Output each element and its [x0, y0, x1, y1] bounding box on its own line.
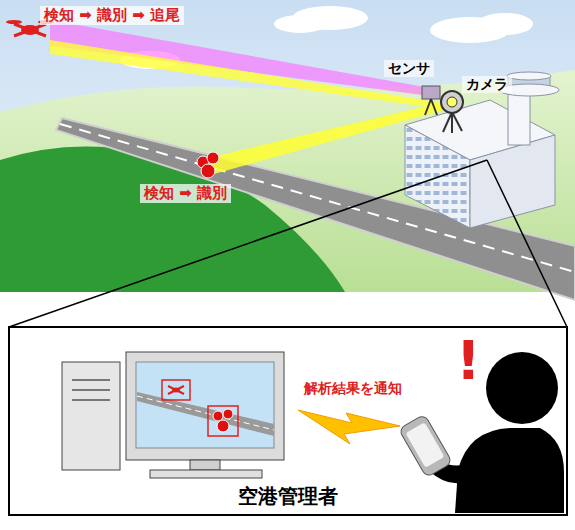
cloud	[477, 13, 533, 35]
drone-arm	[14, 24, 46, 36]
camera-beam	[50, 40, 442, 109]
person-body	[455, 428, 564, 513]
bird-icon	[213, 411, 223, 421]
camera	[441, 91, 463, 133]
sensor	[422, 86, 440, 115]
drone-rotor	[6, 20, 22, 24]
monitor	[126, 352, 284, 460]
notification-bolt	[298, 410, 400, 444]
screen-runway-line	[137, 396, 274, 430]
alert-mark: !	[452, 330, 485, 391]
phone-screen	[405, 422, 444, 468]
screen-runway	[137, 392, 274, 436]
bird	[201, 164, 215, 178]
drone-icon	[168, 386, 184, 394]
drone-body	[21, 25, 39, 35]
phone-body	[399, 414, 453, 477]
drive-slot	[72, 389, 110, 391]
person-head	[486, 352, 558, 424]
drone-icon	[168, 386, 184, 394]
tripod-leg	[425, 99, 431, 115]
drive-slot	[72, 399, 110, 401]
node-title: 空港管理者	[238, 483, 338, 514]
zoom-line	[9, 160, 487, 327]
tripod-leg	[431, 99, 437, 115]
zoom-line	[487, 160, 567, 327]
camera-lens	[447, 97, 457, 107]
detection-box	[162, 380, 190, 400]
monitor-stand	[190, 460, 220, 470]
monitor-base	[150, 470, 262, 478]
sensor-box	[422, 86, 440, 99]
person	[399, 352, 564, 513]
annotation-label: 解析結果を通知	[300, 380, 406, 397]
inset-box: 空港管理者	[8, 326, 568, 516]
annotation-label: 検知 ➡ 識別 ➡ 追尾	[40, 6, 184, 25]
birds	[197, 152, 219, 178]
control-tower	[508, 90, 530, 145]
bird	[207, 152, 219, 164]
bird-icon	[217, 420, 229, 432]
annotation-label: センサ	[384, 60, 434, 77]
tower-roof	[507, 72, 551, 80]
smartphone	[399, 414, 453, 477]
annotation-label: カメラ	[462, 76, 512, 93]
computer	[62, 352, 284, 478]
tripod-leg	[452, 112, 462, 131]
terminal-building	[405, 72, 559, 228]
drive-slot	[72, 379, 110, 381]
sky	[0, 0, 575, 292]
drone-icon	[172, 388, 180, 393]
cloud	[274, 15, 326, 33]
tripod-leg	[443, 112, 452, 132]
drone-arm	[14, 24, 46, 36]
monitor-screen	[136, 362, 274, 448]
annotation-label: 検知 ➡ 識別	[140, 184, 231, 203]
pc-tower	[62, 362, 120, 470]
camera-body	[441, 91, 463, 113]
bird-icon	[223, 409, 233, 419]
detection-box	[208, 406, 238, 436]
